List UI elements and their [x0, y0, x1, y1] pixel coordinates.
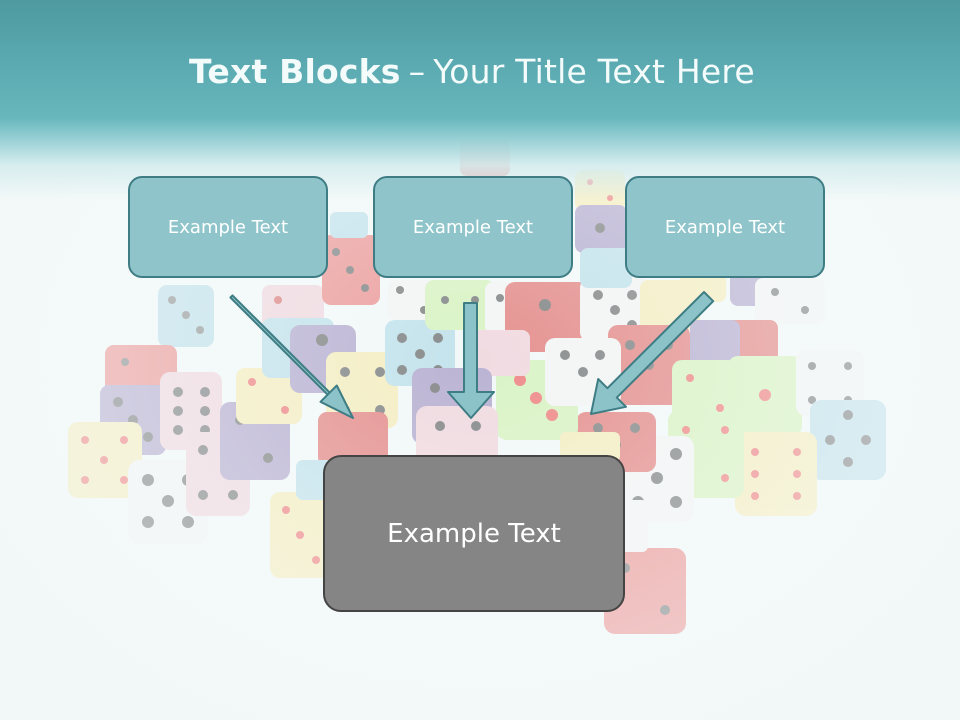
title-rest: Your Title Text Here — [433, 52, 755, 91]
text-box-3: Example Text — [625, 176, 825, 278]
main-text-box: Example Text — [323, 455, 625, 612]
title-dash: – — [408, 52, 426, 91]
header-band — [0, 0, 960, 200]
text-box-3-label: Example Text — [664, 216, 786, 238]
title-bold: Text Blocks — [189, 52, 401, 91]
text-box-2: Example Text — [373, 176, 573, 278]
text-box-1-label: Example Text — [167, 216, 289, 238]
text-box-2-label: Example Text — [412, 216, 534, 238]
text-box-1: Example Text — [128, 176, 328, 278]
main-text-box-label: Example Text — [387, 518, 561, 549]
slide-title: Text Blocks–Your Title Text Here — [0, 52, 944, 91]
